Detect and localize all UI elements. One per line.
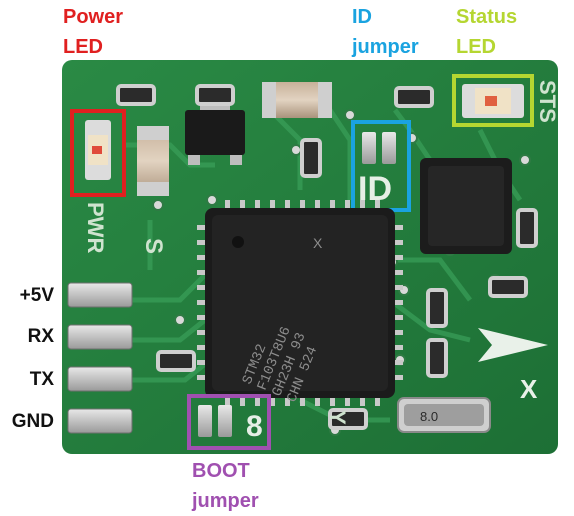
id-jumper-label: ID jumper (352, 2, 419, 62)
silk-pwr: PWR (83, 202, 108, 253)
boot-jumper-label-line1: BOOT (192, 460, 250, 482)
boot-jumper-label: BOOT jumper (192, 456, 259, 516)
pin-label-gnd: GND (11, 411, 54, 432)
crystal-text: 8.0 (420, 409, 438, 424)
silk-x-mark: X (313, 235, 323, 251)
mcu-pins (197, 200, 403, 406)
status-led-highlight (452, 74, 534, 127)
sensor-chip (420, 158, 512, 254)
resistor (116, 84, 538, 430)
status-led-label-line2: LED (456, 36, 496, 58)
boot-jumper-label-line2: jumper (192, 490, 259, 512)
status-led-component (462, 84, 524, 118)
power-led-component (85, 120, 111, 180)
silk-s: S (140, 238, 167, 254)
power-led-label-line1: Power (63, 6, 124, 28)
power-led-label: Power LED (63, 2, 123, 62)
boot-jumper-pads: 8 (198, 405, 263, 443)
capacitor (137, 126, 169, 196)
boot-jumper-highlight (187, 394, 271, 450)
id-jumper-pads (362, 132, 396, 164)
axis-arrow-icon (478, 328, 548, 362)
silk-sts: STS (535, 80, 560, 123)
crystal: 8.0 (397, 397, 491, 433)
mcu-marking: STM32 F103T8U6 GH23H 93 CHN 524 (240, 325, 321, 405)
mcu-chip (205, 208, 395, 398)
edge-pads (67, 282, 133, 434)
power-led-highlight (70, 109, 126, 197)
status-led-label-line1: Status (456, 6, 518, 28)
id-jumper-label-line1: ID (352, 6, 372, 28)
pin-label-5v: +5V (19, 285, 54, 306)
id-jumper-label-line2: jumper (352, 36, 419, 58)
status-led-label: Status LED (456, 2, 517, 62)
pin-label-tx: TX (29, 369, 54, 390)
pin-label-rx: RX (27, 326, 54, 347)
capacitor (262, 82, 332, 118)
silk-x-axis: X (520, 374, 538, 404)
boot-jumper-mark: 8 (246, 410, 263, 443)
silk-y-axis: Y (325, 410, 350, 425)
power-led-label-line2: LED (63, 36, 103, 58)
